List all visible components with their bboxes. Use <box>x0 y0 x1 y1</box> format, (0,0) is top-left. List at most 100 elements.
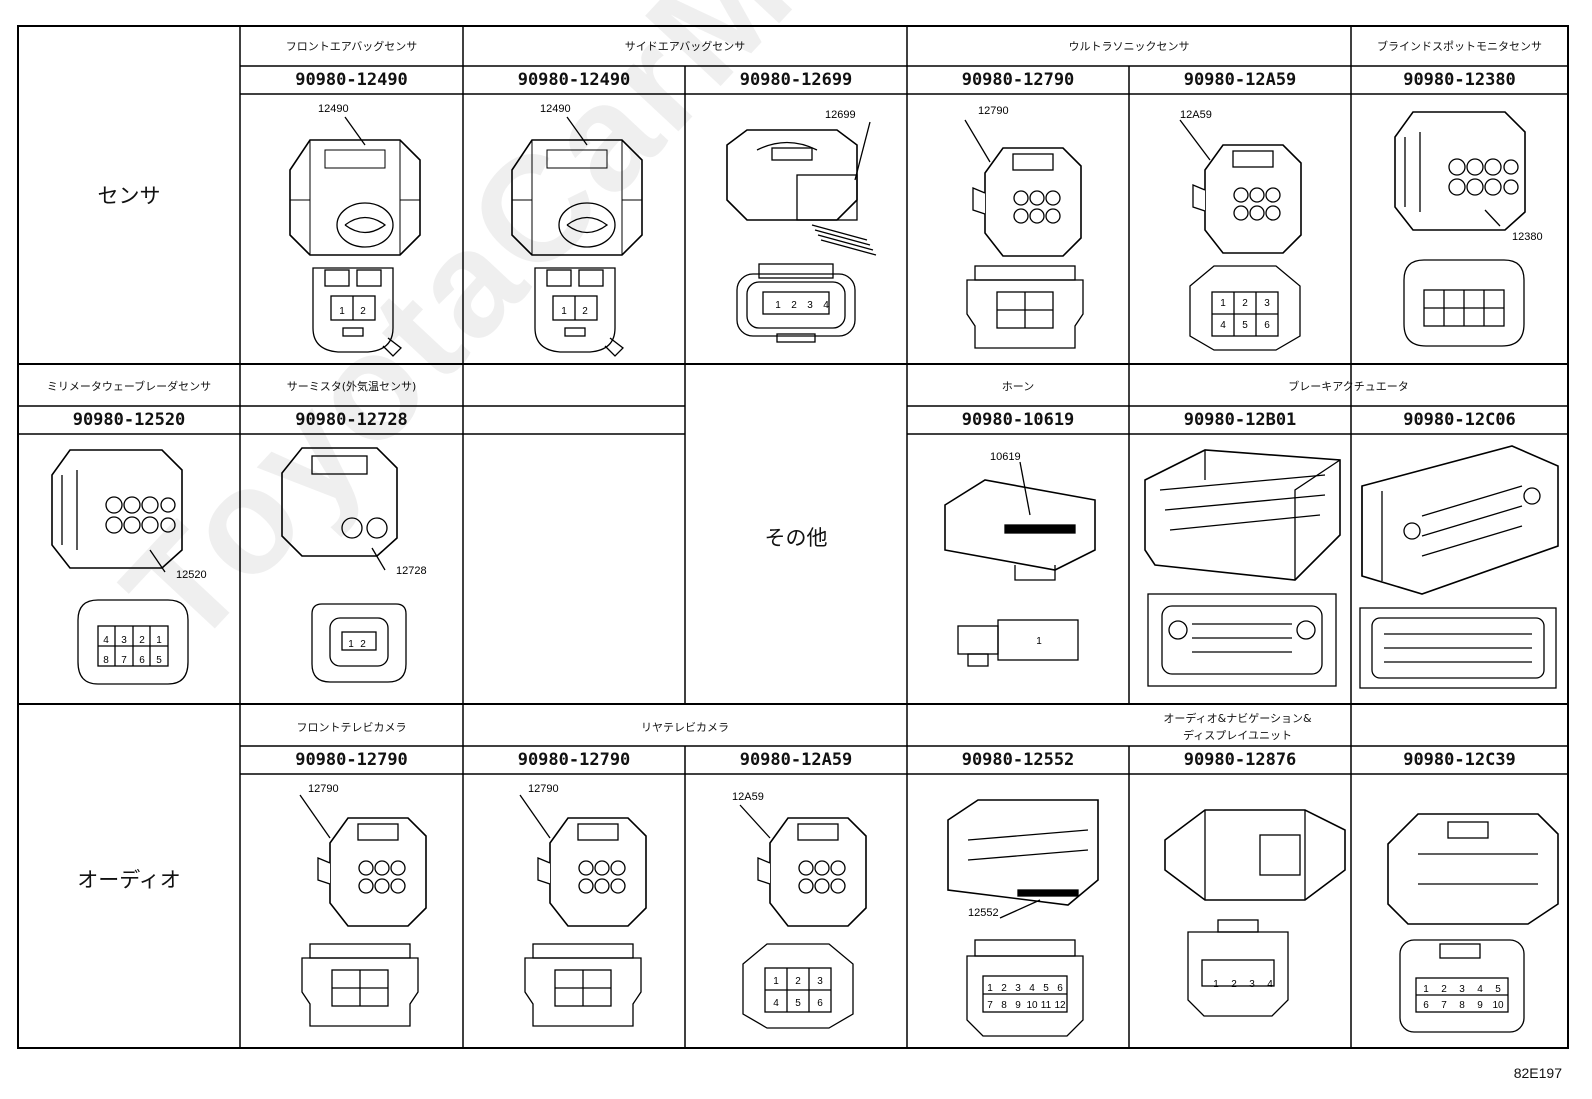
part-number: 90980-12380 <box>1403 70 1516 90</box>
part-number: 90980-12C39 <box>1403 750 1516 770</box>
part-number: 90980-12490 <box>295 70 408 90</box>
connector-face-drawing <box>311 603 407 683</box>
connector-face-drawing <box>966 265 1084 349</box>
connector-face-drawing <box>301 943 419 1027</box>
part-number: 90980-12790 <box>517 750 631 770</box>
pin-label: 10 <box>1026 1000 1038 1011</box>
callout-label: 12380 <box>1512 231 1543 243</box>
part-number: 90980-12699 <box>739 70 853 90</box>
pin-label: 1 <box>1220 298 1226 309</box>
category-audio: オーディオ <box>77 868 181 892</box>
pin-label: 3 <box>807 300 813 311</box>
pin-label: 1 <box>773 976 779 987</box>
pin-label: 6 <box>1057 983 1063 994</box>
connector-iso-drawing <box>511 139 643 256</box>
pin-label: 1 <box>775 300 781 311</box>
pin-label: 1 <box>987 983 993 994</box>
pin-label: 6 <box>139 655 145 666</box>
pin-label: 5 <box>1043 983 1049 994</box>
pin-label: 2 <box>1001 983 1007 994</box>
pin-label: 11 <box>1041 1000 1052 1011</box>
callout-label: 12790 <box>308 783 339 795</box>
connector-face-drawing <box>1399 939 1525 1033</box>
callout-label: 12552 <box>968 907 999 919</box>
header-audio-navigation-line1: オーディオ&ナビゲーション& <box>1163 712 1312 725</box>
header-horn: ホーン <box>1001 380 1035 393</box>
pin-label: 7 <box>1441 1000 1447 1011</box>
part-number: 90980-12728 <box>295 410 408 430</box>
connector-iso-drawing <box>1192 144 1302 254</box>
part-number: 90980-12790 <box>295 750 408 770</box>
connector-iso-drawing <box>944 479 1096 581</box>
header-front-tv-camera: フロントテレビカメラ <box>296 721 407 734</box>
connector-face-drawing <box>966 939 1084 1037</box>
pin-label: 6 <box>817 998 823 1009</box>
pin-label: 1 <box>561 306 567 317</box>
connector-iso-drawing <box>1144 449 1341 581</box>
part-number: 90980-12B01 <box>1183 410 1297 430</box>
pin-label: 9 <box>1015 1000 1021 1011</box>
callout-label: 12A59 <box>732 791 764 803</box>
pin-label: 3 <box>121 635 127 646</box>
connector-face-drawing <box>1359 607 1557 689</box>
category-sensor: センサ <box>97 184 161 208</box>
header-brake-actuator: ブレーキアクチュエータ <box>1288 380 1409 393</box>
connector-iso-drawing <box>289 139 421 256</box>
pin-label: 2 <box>791 300 797 311</box>
header-millimeter-wave-radar-sensor: ミリメータウェーブレーダセンサ <box>46 380 212 393</box>
part-number: 90980-10619 <box>961 410 1075 430</box>
connector-iso-drawing <box>726 129 877 256</box>
pin-label: 8 <box>103 655 109 666</box>
figure-code: 82E197 <box>1513 1065 1562 1081</box>
pin-label: 4 <box>1477 984 1483 995</box>
connector-iso-drawing <box>1164 809 1346 901</box>
connector-iso-drawing <box>537 817 647 927</box>
pin-label: 8 <box>1001 1000 1007 1011</box>
pin-label: 1 <box>348 639 354 650</box>
pin-label: 4 <box>1220 320 1226 331</box>
part-number: 90980-12552 <box>961 750 1075 770</box>
pin-label: 5 <box>795 998 801 1009</box>
callout-label: 12520 <box>176 569 207 581</box>
callout-label: 10619 <box>990 451 1021 463</box>
pin-label: 7 <box>121 655 127 666</box>
pin-label: 3 <box>1249 979 1255 990</box>
pin-label: 6 <box>1423 1000 1429 1011</box>
pin-label: 2 <box>1231 979 1237 990</box>
pin-label: 8 <box>1459 1000 1465 1011</box>
connector-face-drawing <box>1189 265 1301 351</box>
connector-face-drawing <box>1403 259 1525 347</box>
pin-label: 1 <box>339 306 345 317</box>
callout-label: 12790 <box>978 105 1009 117</box>
pin-label: 12 <box>1054 1000 1066 1011</box>
connector-iso-drawing <box>317 817 427 927</box>
connector-face-drawing <box>77 599 189 685</box>
pin-label: 2 <box>795 976 801 987</box>
connector-face-drawing <box>957 619 1079 667</box>
connector-iso-drawing <box>281 447 398 557</box>
part-number: 90980-12A59 <box>1183 70 1297 90</box>
pin-label: 2 <box>582 306 588 317</box>
connector-face-drawing <box>312 267 402 357</box>
pin-label: 9 <box>1477 1000 1483 1011</box>
pin-label: 2 <box>360 306 366 317</box>
pin-label: 4 <box>103 635 109 646</box>
connector-iso-drawing <box>1387 813 1559 925</box>
pin-label: 3 <box>1264 298 1270 309</box>
pin-label: 10 <box>1492 1000 1504 1011</box>
pin-label: 3 <box>1459 984 1465 995</box>
pin-label: 4 <box>823 300 829 311</box>
callout-label: 12A59 <box>1180 109 1212 121</box>
part-number: 90980-12C06 <box>1403 410 1516 430</box>
header-thermistor: サーミスタ(外気温センサ) <box>286 380 417 393</box>
pin-label: 5 <box>1495 984 1501 995</box>
pin-label: 2 <box>1242 298 1248 309</box>
pin-label: 5 <box>156 655 162 666</box>
pin-label: 1 <box>1423 984 1429 995</box>
pin-label: 2 <box>1441 984 1447 995</box>
part-number: 90980-12790 <box>961 70 1075 90</box>
pin-label: 1 <box>1036 636 1042 647</box>
callout-label: 12728 <box>396 565 427 577</box>
